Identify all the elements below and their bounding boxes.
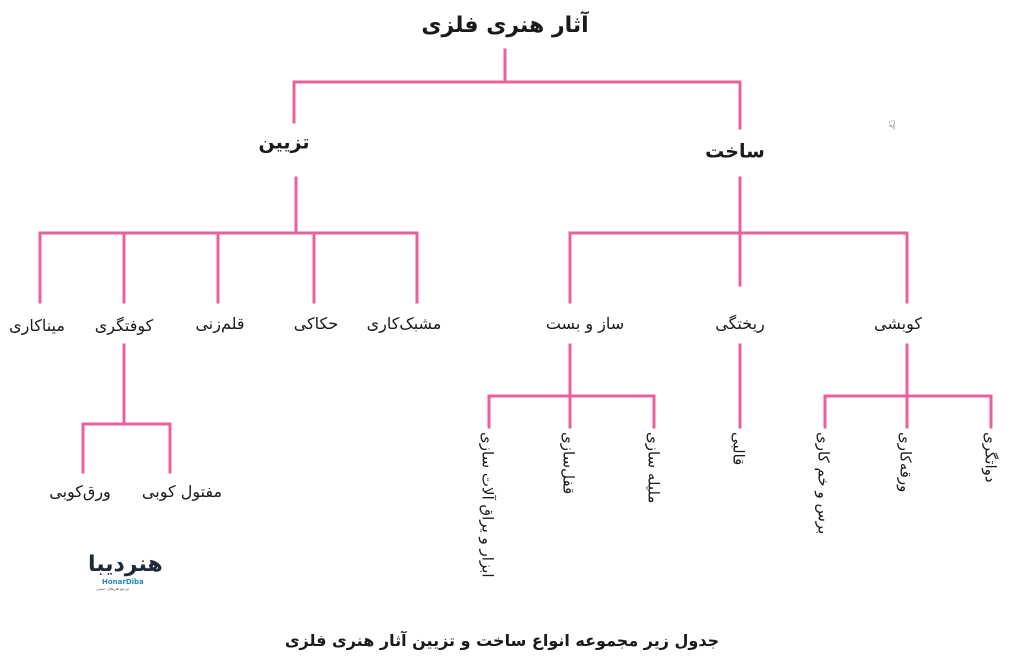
logo-mark: هنردیبا — [88, 552, 164, 577]
node-abzar: ابزار و یراق آلات سازی — [478, 432, 497, 578]
node-ghofl: قفل‌سازی — [559, 432, 578, 495]
logo-subtitle: HonarDiba — [102, 578, 144, 586]
honardiba-logo: هنردیبا HonarDiba مرجع هنرهای دستی — [88, 552, 168, 592]
node-varaghe: ورقه‌کاری — [896, 432, 915, 493]
category-construction: ساخت — [705, 140, 765, 163]
logo-tagline: مرجع هنرهای دستی — [96, 586, 130, 591]
node-koobeshi: کوبشی — [874, 314, 922, 333]
category-decoration: تزیین — [258, 131, 310, 154]
node-sazobast: ساز و بست — [545, 314, 625, 333]
diagram-caption: جدول زیر مجموعه انواع ساخت و تزیین آثار … — [284, 631, 720, 650]
node-varghkoobi: ورق‌کوبی — [49, 482, 111, 501]
connector-koftgari — [81, 343, 172, 474]
node-ghaleb: قالبی — [729, 432, 748, 466]
connector-root — [292, 48, 742, 130]
connector-sazobast — [487, 343, 656, 429]
node-davat: دواتگری — [981, 432, 1000, 483]
connector-koobeshi — [823, 343, 993, 429]
hand-cursor-icon: ☟ — [888, 119, 896, 134]
node-maftoolkoobi: مفتول کوبی — [141, 482, 223, 501]
node-hakaki: حکاکی — [293, 314, 339, 333]
node-boros: برس و خم کاری — [814, 432, 833, 535]
connector-decoration — [38, 176, 419, 304]
node-ghalamzani: قلم‌زنی — [195, 314, 245, 333]
node-minakari: میناکاری — [9, 316, 65, 335]
node-moshabbak: مشبک‌کاری — [366, 314, 442, 333]
node-malileh: ملیله سازی — [644, 432, 663, 504]
root-node: آثار هنری فلزی — [421, 13, 589, 38]
node-koftgari: کوفتگری — [94, 316, 154, 335]
node-rikhtegi: ریختگی — [715, 314, 765, 333]
connector-construction — [568, 176, 909, 304]
